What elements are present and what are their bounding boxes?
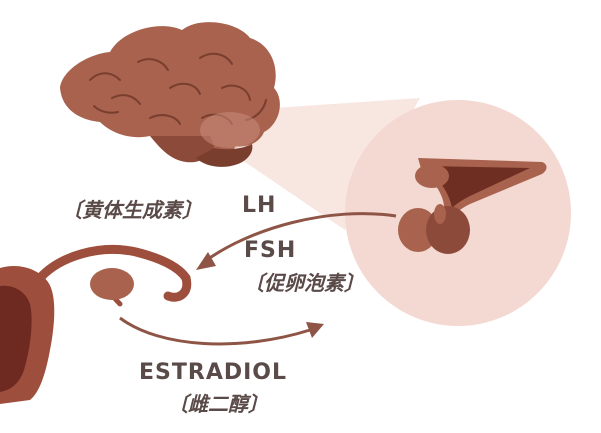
lh-chinese-label: 〔黄体生成素〕: [62, 198, 202, 222]
lh-label: LH: [242, 193, 277, 218]
fsh-arrow: [196, 212, 397, 270]
pituitary-gland-icon: [398, 158, 547, 254]
estradiol-chinese-label: 〔雌二醇〕: [168, 392, 268, 416]
uterus-ovary-icon: [0, 245, 192, 404]
brain-icon: [60, 22, 280, 167]
zoom-beam: [215, 98, 420, 230]
fsh-label: FSH: [244, 238, 297, 263]
estradiol-label: ESTRADIOL: [139, 360, 288, 385]
estradiol-arrow: [119, 316, 324, 346]
fsh-chinese-label: 〔促卵泡素〕: [244, 271, 364, 295]
